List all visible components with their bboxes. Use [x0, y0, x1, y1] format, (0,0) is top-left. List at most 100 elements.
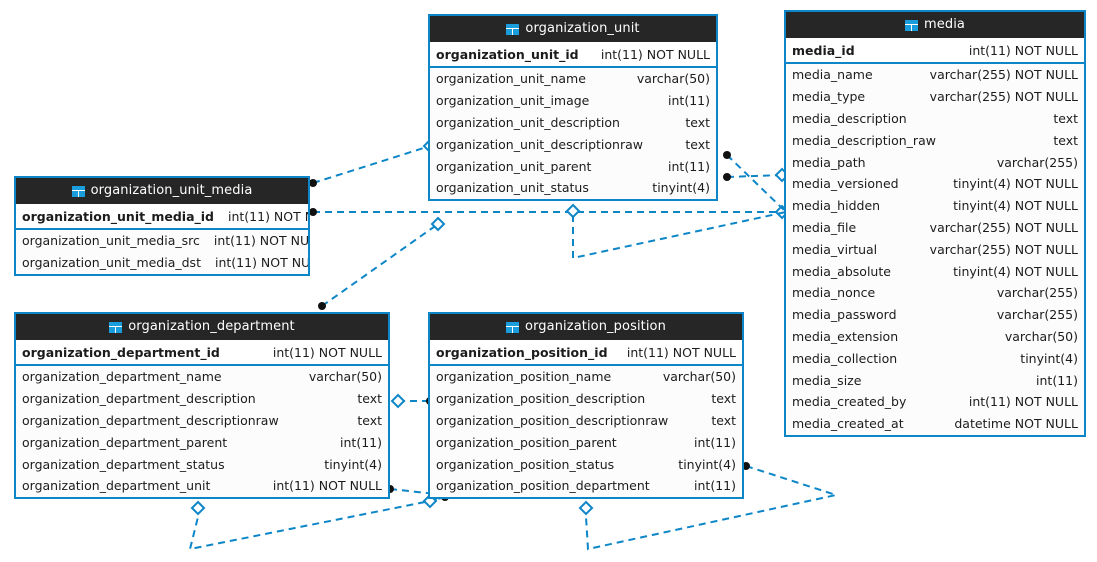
column-type: int(11) NOT NULL: [228, 208, 308, 224]
relationship-endpoint-dot: [309, 179, 317, 187]
column-name: organization_position_description: [436, 391, 646, 407]
relationship-rel-dept-to-unit[interactable]: [318, 216, 446, 310]
column-type: int(11) NOT NULL: [272, 478, 382, 494]
column-name: organization_position_descriptionraw: [436, 412, 669, 428]
column-type: varchar(255) NOT NULL: [929, 67, 1078, 83]
column-name: media_name: [792, 67, 873, 83]
relationship-rel-oum-to-unit[interactable]: [309, 138, 438, 187]
column-name: organization_position_status: [436, 456, 615, 472]
relationship-line: [726, 174, 783, 178]
primary-key-row[interactable]: organization_unit_media_id int(11) NOT NU…: [16, 204, 308, 230]
column-name: organization_department_description: [22, 391, 256, 407]
column-row[interactable]: organization_unit_parent int(11): [430, 155, 716, 177]
table-header-organization_department[interactable]: organization_department: [16, 314, 388, 340]
column-name: organization_department_status: [22, 456, 225, 472]
column-name: organization_unit_parent: [436, 158, 592, 174]
column-row[interactable]: organization_department_unit int(11) NOT …: [16, 474, 388, 497]
column-name: media_versioned: [792, 176, 899, 192]
column-type: varchar(50): [662, 369, 736, 385]
table-title-organization_unit_media: organization_unit_media: [90, 183, 253, 198]
column-name: organization_department_unit: [22, 478, 211, 494]
relationship-endpoint-diamond: [390, 393, 406, 409]
table-header-organization_unit[interactable]: organization_unit: [430, 16, 716, 42]
relationship-endpoint-diamond: [565, 203, 581, 219]
relationship-endpoint-dot: [723, 151, 731, 159]
relationship-endpoint-diamond: [578, 500, 594, 516]
table-header-media[interactable]: media: [786, 12, 1084, 38]
column-row[interactable]: organization_position_name varchar(50): [430, 366, 742, 388]
relationship-rel-unit-image-media[interactable]: [723, 167, 790, 183]
column-type: tinyint(4) NOT NULL: [953, 198, 1078, 214]
relationship-rel-oum-to-media[interactable]: [309, 204, 790, 220]
column-type: text: [685, 114, 710, 130]
column-name: media_size: [792, 372, 862, 388]
relationship-endpoint-dot: [723, 173, 731, 181]
column-type: varchar(50): [636, 71, 710, 87]
column-row[interactable]: media_name varchar(255) NOT NULL: [786, 64, 1084, 86]
column-type: tinyint(4): [678, 456, 736, 472]
table-icon: [109, 321, 123, 333]
relationship-endpoint-dot: [318, 302, 326, 310]
column-name: organization_unit_media_id: [22, 208, 214, 224]
column-type: int(11) NOT NULL: [213, 233, 310, 249]
table-icon: [71, 185, 85, 197]
column-name: organization_department_parent: [22, 434, 228, 450]
column-name: organization_unit_image: [436, 93, 590, 109]
column-name: media_absolute: [792, 263, 891, 279]
column-name: organization_position_department: [436, 478, 650, 494]
column-type: int(11) NOT NULL: [968, 42, 1078, 58]
column-row[interactable]: media_type varchar(255) NOT NULL: [786, 85, 1084, 108]
column-type: text: [1053, 132, 1078, 148]
column-type: datetime NOT NULL: [954, 416, 1078, 432]
table-header-organization_position[interactable]: organization_position: [430, 314, 742, 340]
column-type: tinyint(4): [1020, 350, 1078, 366]
column-type: varchar(255) NOT NULL: [929, 89, 1078, 105]
column-name: organization_position_name: [436, 369, 612, 385]
column-row[interactable]: organization_position_status tinyint(4): [430, 453, 742, 475]
column-type: text: [711, 391, 736, 407]
column-name: media_type: [792, 89, 866, 105]
table-organization_unit_media[interactable]: organization_unit_media organization_unit…: [14, 176, 310, 276]
column-type: int(11): [668, 158, 710, 174]
table-header-organization_unit_media[interactable]: organization_unit_media: [16, 178, 308, 204]
column-row[interactable]: organization_position_description text: [430, 387, 742, 410]
